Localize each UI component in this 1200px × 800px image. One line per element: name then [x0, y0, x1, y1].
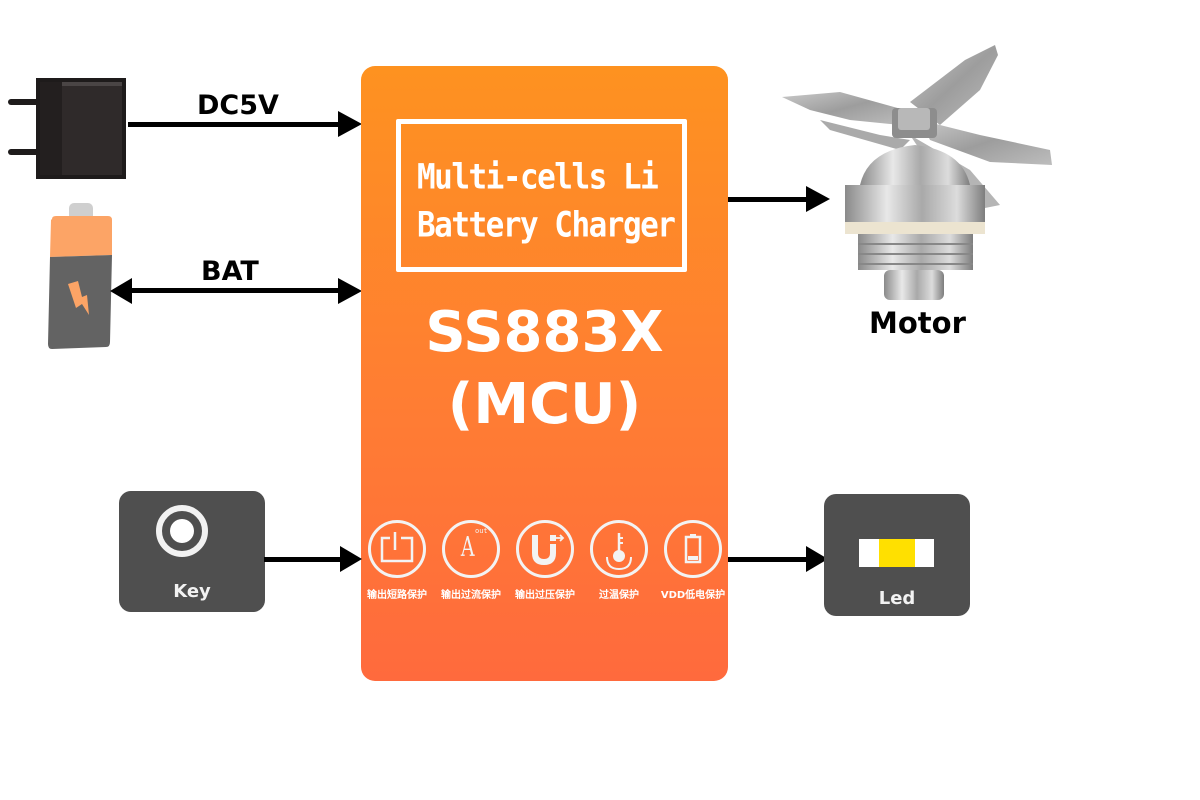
- key-arrow-head: [340, 546, 362, 572]
- key-block: Key: [119, 491, 265, 612]
- overcurrent-icon-sup: out: [475, 527, 488, 535]
- charger-title-box: Multi-cells Li Battery Charger: [396, 119, 687, 272]
- motor-arrow-line: [728, 197, 808, 202]
- overvoltage-icon: [516, 520, 574, 578]
- key-arrow-line: [264, 557, 342, 562]
- protection-overvoltage: 输出过压保护: [514, 520, 576, 601]
- key-label: Key: [173, 581, 211, 602]
- bat-arrow-head-left: [110, 278, 132, 304]
- mcu-subtitle: (MCU): [447, 372, 642, 437]
- mcu-block: [361, 66, 728, 681]
- charger-title-line-2: Battery Charger: [417, 205, 676, 246]
- led-arrow-head: [806, 546, 828, 572]
- power-adapter-icon: [6, 76, 128, 180]
- battery-icon: [46, 202, 116, 350]
- protection-label: 输出过流保护: [441, 590, 501, 601]
- dc5v-arrow-head: [338, 111, 362, 137]
- blender-blade-icon: [780, 40, 1060, 305]
- overcurrent-icon-letter: A: [460, 532, 475, 563]
- led-icon: [859, 539, 934, 567]
- led-block: Led: [824, 494, 970, 616]
- bat-arrow-line: [130, 288, 342, 293]
- button-icon: [156, 505, 208, 557]
- short-circuit-icon: [368, 520, 426, 578]
- led-arrow-line: [728, 557, 808, 562]
- bat-label: BAT: [201, 256, 259, 287]
- protection-label: 输出过压保护: [515, 590, 575, 601]
- dc5v-arrow-line: [128, 122, 340, 127]
- motor-arrow-head: [806, 186, 830, 212]
- battery-low-icon: [664, 520, 722, 578]
- mcu-name: SS883X: [425, 300, 664, 365]
- protection-label: 输出短路保护: [367, 590, 427, 601]
- charger-title-line-1: Multi-cells Li: [417, 157, 659, 198]
- led-label: Led: [878, 588, 916, 609]
- overcurrent-icon: A out: [442, 520, 500, 578]
- protection-overcurrent: A out 输出过流保护: [440, 520, 502, 601]
- protection-short-circuit: 输出短路保护: [366, 520, 428, 601]
- protection-label: 过温保护: [599, 590, 639, 601]
- protection-vdd-low: VDD低电保护: [661, 520, 725, 601]
- dc5v-label: DC5V: [197, 90, 279, 121]
- bat-arrow-head-right: [338, 278, 362, 304]
- protection-label: VDD低电保护: [660, 590, 726, 601]
- motor-label: Motor: [869, 306, 966, 340]
- thermometer-icon: [590, 520, 648, 578]
- protection-overtemperature: 过温保护: [588, 520, 650, 601]
